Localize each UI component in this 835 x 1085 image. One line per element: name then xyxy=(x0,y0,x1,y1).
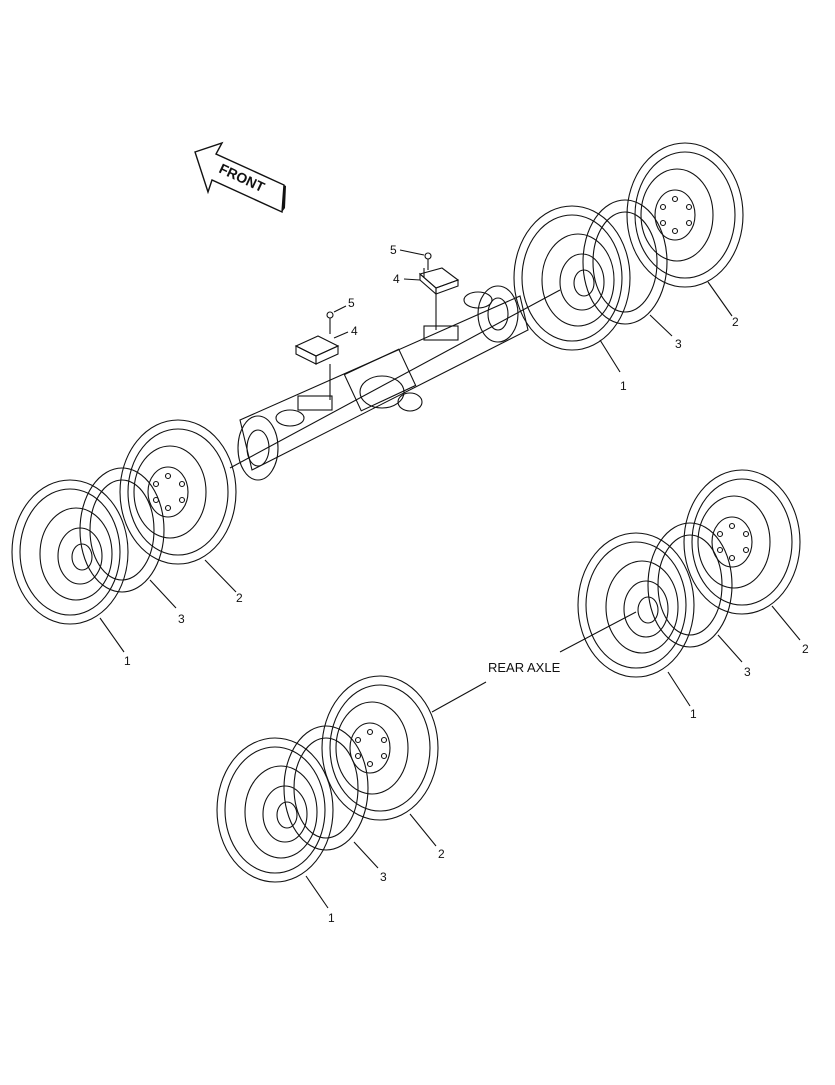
callout-tire: 1 xyxy=(620,379,627,393)
callouts-front-left: 1 2 3 xyxy=(99,559,243,668)
rear-axle-label: REAR AXLE xyxy=(488,660,561,675)
tire xyxy=(216,737,334,883)
wheel-set-front-left xyxy=(11,419,237,625)
axle-pad-upper xyxy=(418,252,460,330)
callout-outer-tire: 2 xyxy=(732,315,739,329)
axle-assembly xyxy=(229,285,561,481)
outer-tire xyxy=(683,469,801,615)
callout-tire: 1 xyxy=(124,654,131,668)
wheel-set-rear-left xyxy=(216,675,439,883)
spacer-ring xyxy=(582,199,668,325)
callouts-rear-right: 1 2 3 xyxy=(667,605,809,721)
tire xyxy=(11,479,129,625)
rear-axle-centerline: REAR AXLE xyxy=(431,611,637,713)
callout-spacer: 3 xyxy=(380,870,387,884)
callouts-rear-left: 1 2 3 xyxy=(305,813,445,925)
callouts-front-right: 1 2 3 xyxy=(599,281,739,393)
front-arrow: FRONT xyxy=(194,141,286,214)
callout-outer-tire: 2 xyxy=(802,642,809,656)
wheel-set-rear-right xyxy=(577,469,801,678)
outer-tire xyxy=(626,142,744,288)
axle-pad-lower xyxy=(294,311,340,400)
spacer-ring xyxy=(79,467,165,593)
callout-spacer: 3 xyxy=(675,337,682,351)
callout-tire: 1 xyxy=(690,707,697,721)
wheel-set-front-right xyxy=(513,142,744,351)
callout-pad-upper: 4 xyxy=(393,272,400,286)
spacer-ring xyxy=(283,725,369,851)
tire xyxy=(513,205,631,351)
callout-tire: 1 xyxy=(328,911,335,925)
callout-bolt-lower: 5 xyxy=(348,296,355,310)
callouts-axle-parts: 5 4 5 4 xyxy=(333,243,425,339)
spacer-ring xyxy=(647,522,733,648)
tire xyxy=(577,532,695,678)
callout-spacer: 3 xyxy=(178,612,185,626)
callout-bolt-upper: 5 xyxy=(390,243,397,257)
outer-tire xyxy=(119,419,237,565)
callout-outer-tire: 2 xyxy=(438,847,445,861)
callout-pad-lower: 4 xyxy=(351,324,358,338)
callout-outer-tire: 2 xyxy=(236,591,243,605)
outer-tire xyxy=(321,675,439,821)
callout-spacer: 3 xyxy=(744,665,751,679)
